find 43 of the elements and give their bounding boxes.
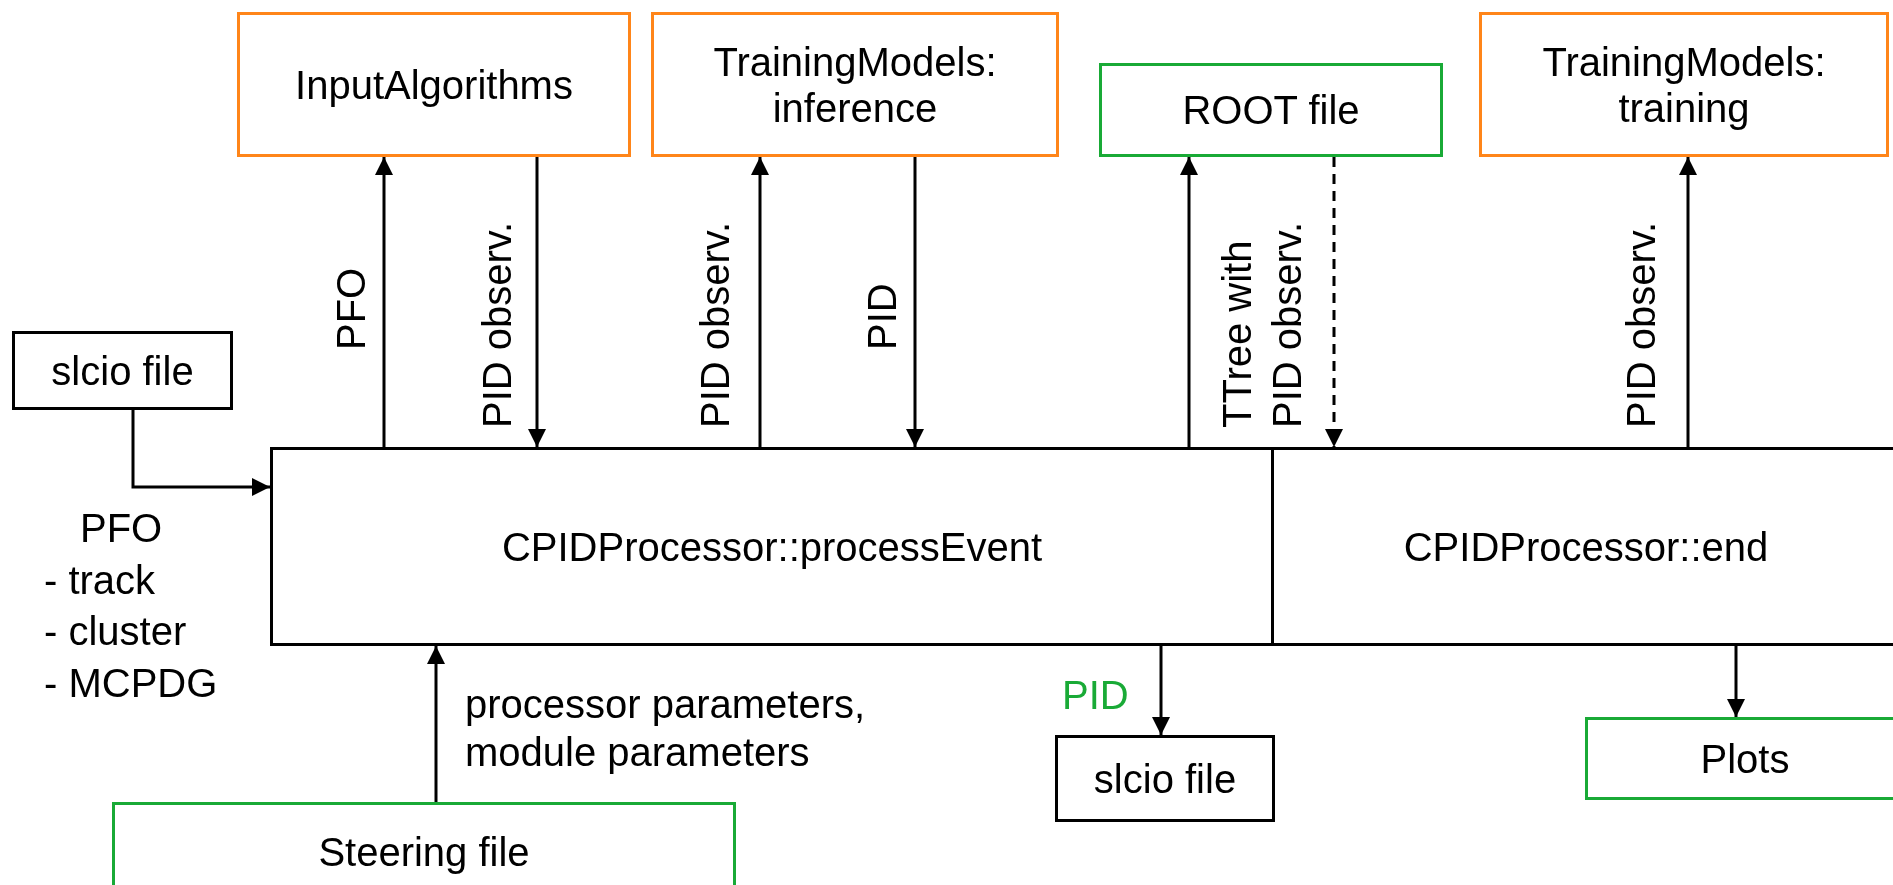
edge-label: PID observ. (1618, 221, 1664, 428)
node-label: CPIDProcessor::processEvent (501, 523, 1043, 570)
node-label: ROOT file (1182, 87, 1360, 133)
list-item: - track (44, 557, 156, 604)
arrow (528, 157, 546, 447)
arrow (906, 157, 924, 447)
node-label: Plots (1700, 735, 1790, 782)
edge-label: PID (1062, 672, 1129, 719)
arrow (131, 410, 270, 496)
node-label: TrainingModels: inference (712, 38, 998, 131)
arrow (1180, 157, 1198, 447)
process-box (1099, 63, 1443, 157)
arrow (1727, 646, 1745, 717)
process-box (237, 12, 631, 157)
process-box (1271, 447, 1893, 646)
process-box (12, 331, 233, 410)
edge-label: TTree with PID observ. (1214, 221, 1310, 428)
list-item: - cluster (44, 608, 187, 655)
process-box (270, 447, 1274, 646)
edge-label: PID observ. (692, 221, 738, 428)
edge-label: PID (859, 282, 905, 350)
process-box (112, 802, 736, 885)
list-item: PFO (80, 505, 163, 552)
node-label: Steering file (318, 829, 530, 875)
edge-label: PID observ. (474, 221, 520, 428)
node-label: InputAlgorithms (295, 61, 573, 108)
arrow (1679, 157, 1697, 447)
arrow (375, 157, 393, 447)
process-box (1585, 717, 1893, 800)
process-box (651, 12, 1059, 157)
process-box (1479, 12, 1889, 157)
arrow (1152, 646, 1170, 735)
arrow (751, 157, 769, 447)
node-label: slcio file (51, 347, 194, 394)
arrow (427, 646, 445, 802)
process-box (1055, 735, 1275, 822)
edge-label: PFO (328, 266, 374, 350)
node-label: TrainingModels: training (1541, 38, 1827, 131)
list-item: - MCPDG (44, 660, 218, 707)
node-label: slcio file (1093, 755, 1237, 802)
edge-label: processor parameters, module parameters (465, 681, 867, 776)
dashed-arrow (1325, 157, 1343, 447)
node-label: CPIDProcessor::end (1403, 523, 1769, 570)
